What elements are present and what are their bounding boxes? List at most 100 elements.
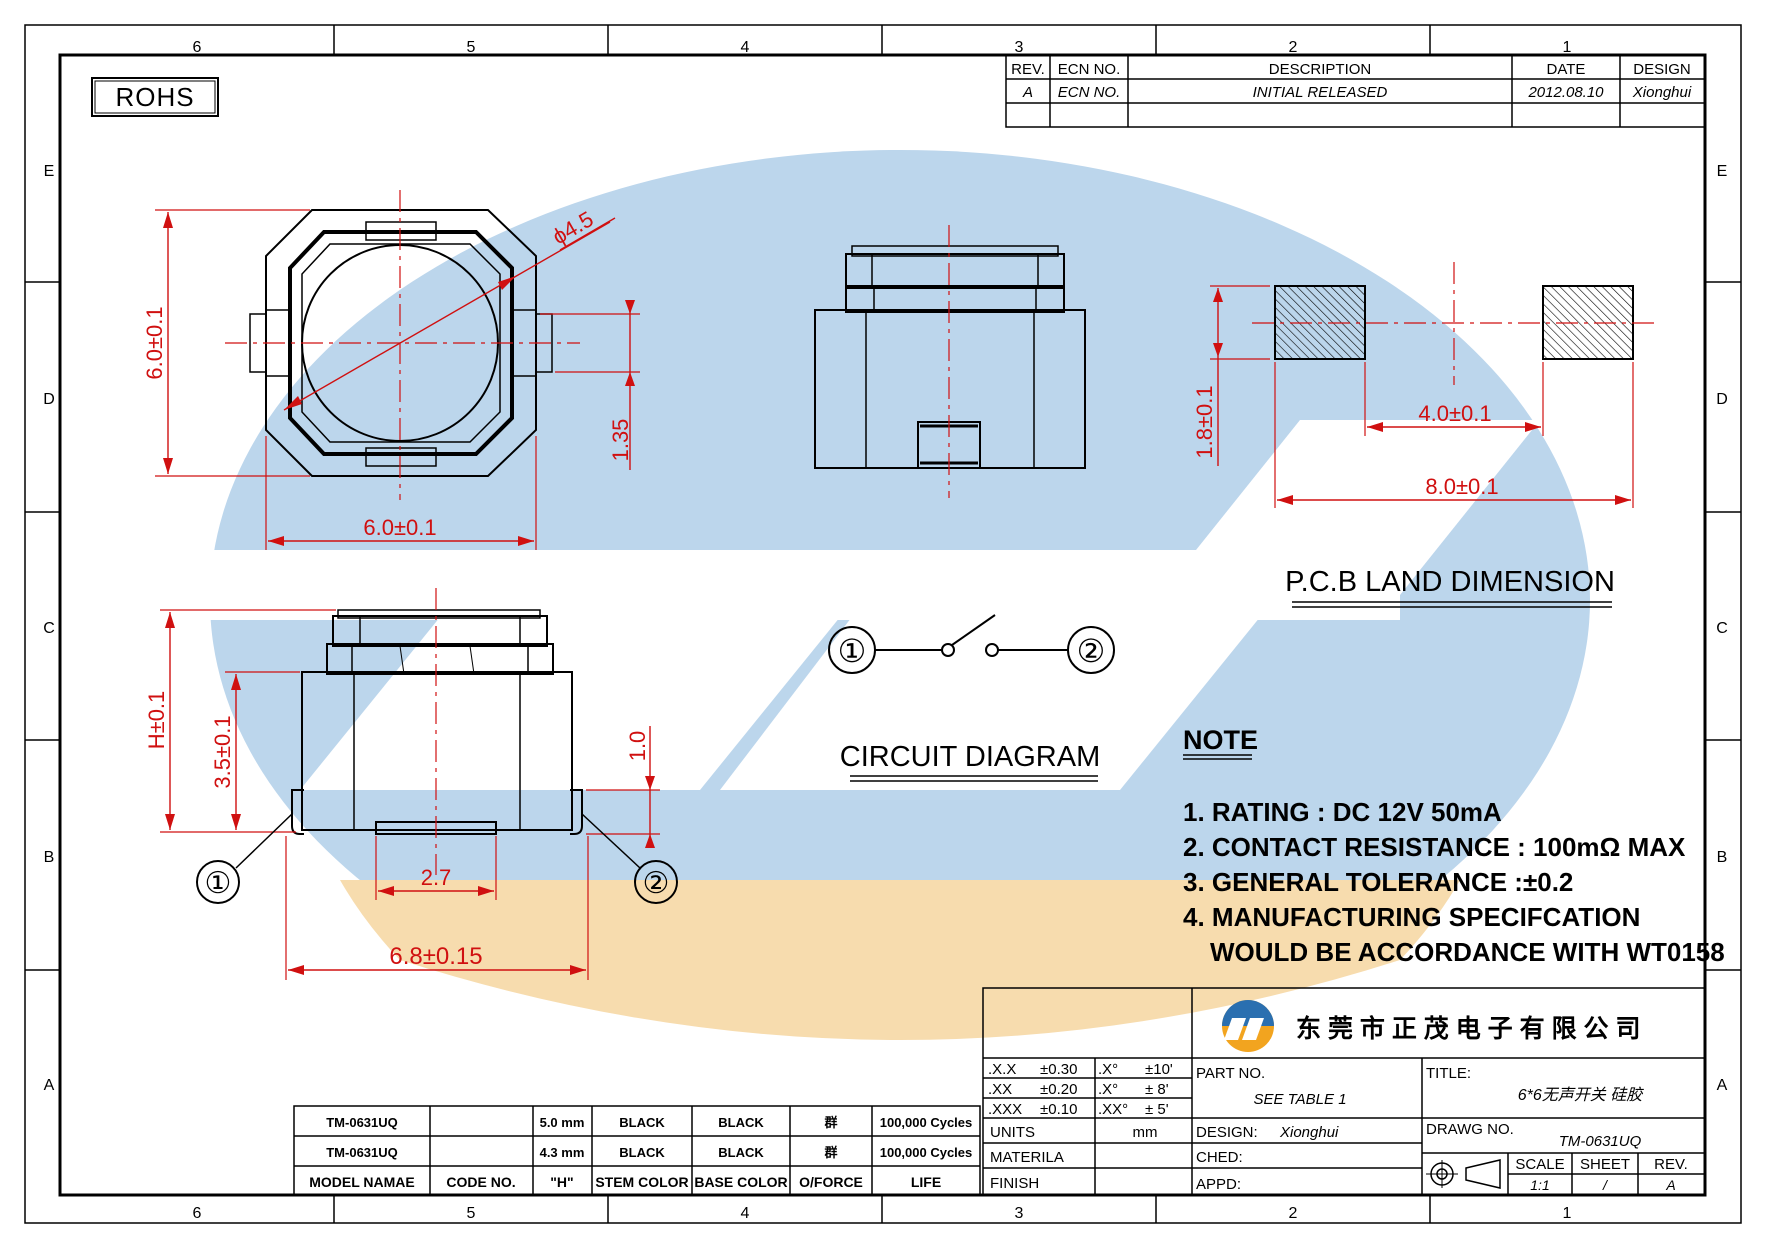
row-label: B (44, 849, 55, 866)
svg-text:SCALE: SCALE (1515, 1156, 1564, 1173)
model-table: TM-0631UQ 5.0 mm BLACK BLACK 群 100,000 C… (293, 1105, 981, 1196)
svg-text:H±0.1: H±0.1 (144, 691, 169, 750)
col-label: 2 (1289, 39, 1298, 56)
svg-text:O/FORCE: O/FORCE (799, 1174, 863, 1190)
svg-text:②: ② (1077, 633, 1106, 669)
svg-text:1.35: 1.35 (608, 419, 633, 462)
row-label: E (1717, 163, 1728, 180)
svg-text:.X°: .X° (1098, 1061, 1118, 1078)
svg-text:3. GENERAL TOLERANCE :±0.2: 3. GENERAL TOLERANCE :±0.2 (1183, 867, 1573, 897)
row-label: B (1717, 849, 1728, 866)
svg-text:SHEET: SHEET (1580, 1156, 1630, 1173)
svg-text:APPD:: APPD: (1196, 1176, 1241, 1193)
svg-text:1:1: 1:1 (1530, 1177, 1549, 1193)
svg-text:± 8': ± 8' (1145, 1081, 1169, 1098)
svg-text:2012.08.10: 2012.08.10 (1527, 84, 1604, 101)
svg-text:DESIGN: DESIGN (1633, 61, 1691, 78)
col-label: 4 (741, 1205, 750, 1222)
svg-text:5.0 mm: 5.0 mm (540, 1115, 585, 1130)
svg-text:DRAWG NO.: DRAWG NO. (1426, 1121, 1514, 1138)
svg-text:8.0±0.1: 8.0±0.1 (1425, 474, 1498, 499)
svg-text:6.0±0.1: 6.0±0.1 (142, 306, 167, 379)
revision-table: REV. ECN NO. DESCRIPTION DATE DESIGN A E… (1005, 54, 1706, 128)
svg-text:BLACK: BLACK (619, 1145, 665, 1160)
svg-text:DESCRIPTION: DESCRIPTION (1269, 61, 1372, 78)
svg-text:6.0±0.1: 6.0±0.1 (363, 515, 436, 540)
svg-text:A: A (1022, 84, 1033, 101)
svg-text:DATE: DATE (1547, 61, 1586, 78)
svg-text:Xionghui: Xionghui (1279, 1124, 1339, 1141)
col-label: 5 (467, 1205, 476, 1222)
title-block: 东 莞 市 正 茂 电 子 有 限 公 司 .X.X ±0.30 .X° ±10… (982, 987, 1706, 1196)
col-label: 3 (1015, 1205, 1024, 1222)
notes: NOTE 1. RATING : DC 12V 50mA 2. CONTACT … (1183, 725, 1725, 967)
svg-text:2.7: 2.7 (421, 865, 452, 890)
watermark-logo (200, 150, 1600, 1080)
svg-text:A: A (1665, 1177, 1675, 1193)
col-label: 5 (467, 39, 476, 56)
svg-text:群: 群 (824, 1145, 837, 1160)
svg-text:6*6无声开关 硅胶: 6*6无声开关 硅胶 (1518, 1086, 1644, 1104)
pcb-land-dimension: 1.8±0.1 4.0±0.1 8.0±0.1 P.C.B LAND DIMEN… (1192, 262, 1655, 608)
col-label: 6 (193, 1205, 202, 1222)
svg-text:TITLE:: TITLE: (1426, 1065, 1471, 1082)
svg-text:.XX: .XX (988, 1081, 1012, 1098)
row-label: E (44, 163, 55, 180)
svg-text:NOTE: NOTE (1183, 725, 1258, 755)
svg-text:BLACK: BLACK (619, 1115, 665, 1130)
projection-symbol-icon (1426, 1159, 1501, 1189)
svg-text:4.3 mm: 4.3 mm (540, 1145, 585, 1160)
svg-text:ROHS: ROHS (115, 82, 194, 112)
svg-text:"H": "H" (550, 1174, 573, 1190)
svg-text:BLACK: BLACK (718, 1115, 764, 1130)
row-label: A (1717, 1077, 1728, 1094)
svg-text:.X.X: .X.X (988, 1061, 1016, 1078)
svg-text:UNITS: UNITS (990, 1124, 1035, 1141)
company-logo-icon (1222, 1000, 1274, 1052)
svg-text:ECN NO.: ECN NO. (1058, 84, 1121, 101)
svg-text:MATERILA: MATERILA (990, 1149, 1064, 1166)
row-label: C (43, 620, 55, 637)
svg-text:±10': ±10' (1145, 1061, 1173, 1078)
row-label: A (44, 1077, 55, 1094)
svg-text:4. MANUFACTURING SPECIFCATION: 4. MANUFACTURING SPECIFCATION (1183, 902, 1640, 932)
svg-text:MODEL NAMAE: MODEL NAMAE (309, 1174, 415, 1190)
rohs-box: ROHS (91, 77, 219, 117)
svg-text:1.0: 1.0 (625, 731, 650, 762)
svg-text:WOULD BE ACCORDANCE WITH WT015: WOULD BE ACCORDANCE WITH WT0158 (1210, 937, 1725, 967)
svg-text:FINISH: FINISH (990, 1175, 1039, 1192)
svg-text:±0.20: ±0.20 (1040, 1081, 1077, 1098)
svg-text:CHED:: CHED: (1196, 1149, 1243, 1166)
svg-text:INITIAL RELEASED: INITIAL RELEASED (1253, 84, 1388, 101)
svg-text:ECN NO.: ECN NO. (1058, 61, 1121, 78)
svg-text:①: ① (838, 633, 867, 669)
svg-text:± 5': ± 5' (1145, 1101, 1169, 1118)
circuit-diagram: ① ② CIRCUIT DIAGRAM (828, 614, 1115, 782)
col-label: 3 (1015, 39, 1024, 56)
svg-text:DESIGN:: DESIGN: (1196, 1124, 1258, 1141)
svg-text:100,000 Cycles: 100,000 Cycles (880, 1145, 973, 1160)
row-label: C (1716, 620, 1728, 637)
col-label: 1 (1563, 1205, 1572, 1222)
svg-text:群: 群 (824, 1115, 837, 1130)
svg-text:②: ② (643, 867, 670, 900)
svg-text:LIFE: LIFE (911, 1174, 941, 1190)
svg-text:①: ① (205, 867, 232, 900)
svg-text:REV.: REV. (1654, 1156, 1688, 1173)
svg-text:PART NO.: PART NO. (1196, 1065, 1265, 1082)
svg-text:.X°: .X° (1098, 1081, 1118, 1098)
svg-text:/: / (1602, 1177, 1609, 1193)
company-name: 东 莞 市 正 茂 电 子 有 限 公 司 (1296, 1014, 1640, 1043)
svg-text:6.8±0.15: 6.8±0.15 (389, 943, 482, 970)
svg-text:TM-0631UQ: TM-0631UQ (326, 1115, 398, 1130)
svg-text:SEE TABLE 1: SEE TABLE 1 (1253, 1091, 1346, 1108)
svg-text:mm: mm (1133, 1124, 1158, 1141)
svg-text:CODE NO.: CODE NO. (446, 1174, 515, 1190)
svg-text:1. RATING : DC 12V 50mA: 1. RATING : DC 12V 50mA (1183, 797, 1502, 827)
col-label: 1 (1563, 39, 1572, 56)
svg-text:.XXX: .XXX (988, 1101, 1022, 1118)
svg-text:±0.30: ±0.30 (1040, 1061, 1077, 1078)
svg-text:REV.: REV. (1011, 61, 1045, 78)
svg-text:TM-0631UQ: TM-0631UQ (326, 1145, 398, 1160)
